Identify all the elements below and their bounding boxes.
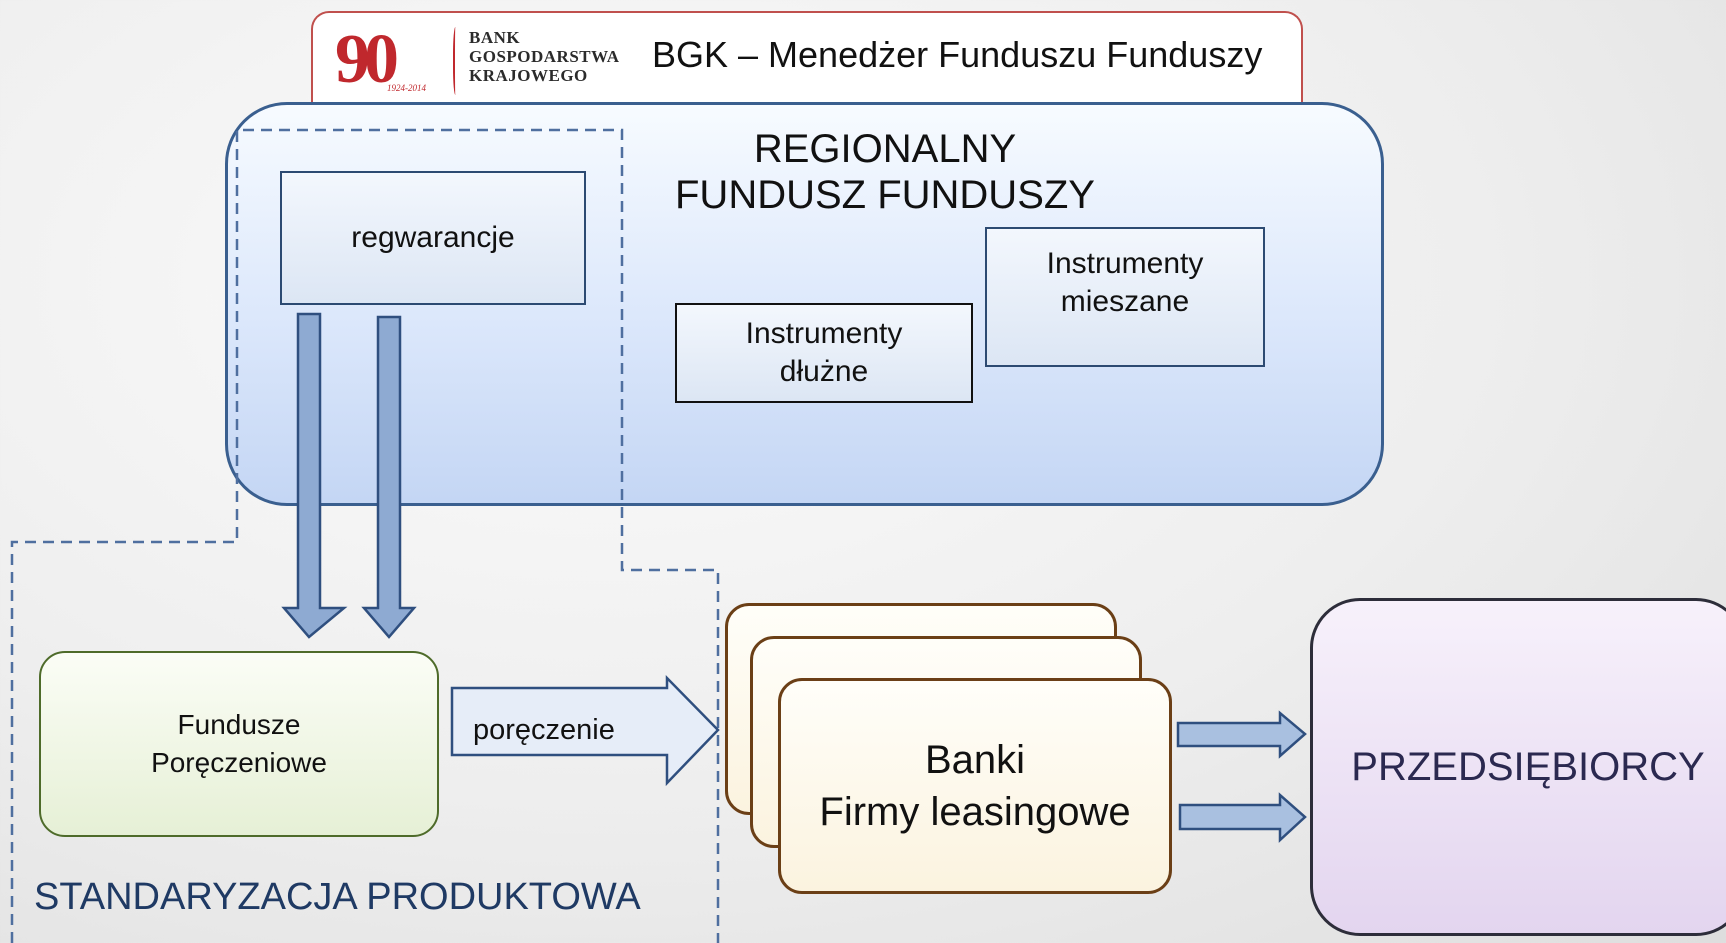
regwarancje-box: regwarancje: [280, 171, 586, 305]
logo-lat: lat: [407, 59, 429, 81]
bgk-header-tab: [311, 11, 1303, 109]
logo-years: 1924-2014: [387, 83, 426, 93]
debt-instruments-box: Instrumenty dłużne: [675, 303, 973, 403]
mixed-instruments-line: mieszane: [1060, 285, 1190, 318]
debt-instruments-line: dłużne: [779, 355, 869, 388]
regwarancje-label: regwarancje: [351, 221, 515, 254]
logo-bank-line: GOSPODARSTWA: [469, 47, 620, 66]
bgk-90-lat-logo: 90 lat 1924-2014 BANK GOSPODARSTWA KRAJO…: [335, 25, 635, 97]
bgk-title: BGK – Menedżer Funduszu Funduszy: [652, 34, 1263, 75]
debt-instruments-line: Instrumenty: [745, 317, 903, 350]
entrepreneurs-box: PRZEDSIĘBIORCY: [1310, 598, 1726, 936]
mixed-instruments-line: Instrumenty: [1046, 247, 1204, 280]
logo-bank-line: BANK: [469, 28, 521, 47]
standardization-label: STANDARYZACJA PRODUKTOWA: [34, 876, 641, 918]
regional-fund-title-line: REGIONALNY: [753, 127, 1017, 171]
regional-fund-title-line: FUNDUSZ FUNDUSZY: [675, 173, 1095, 217]
banks-line: Banki: [924, 738, 1026, 782]
logo-divider: [453, 27, 459, 95]
mixed-instruments-box: Instrumenty mieszane: [985, 227, 1265, 367]
logo-number: 90: [335, 21, 399, 98]
banks-line: Firmy leasingowe: [819, 790, 1131, 834]
logo-bank-name: BANK GOSPODARSTWA KRAJOWEGO: [469, 28, 620, 85]
guarantee-funds-line: Fundusze: [177, 709, 301, 740]
arrow-to-entrepreneurs-top: [1176, 710, 1307, 759]
entrepreneurs-label: PRZEDSIĘBIORCY: [1351, 744, 1705, 789]
guarantee-funds-box: Fundusze Poręczeniowe: [39, 651, 439, 837]
logo-bank-line: KRAJOWEGO: [469, 66, 588, 85]
regional-fund-title: REGIONALNY FUNDUSZ FUNDUSZY: [640, 126, 1130, 218]
guarantee-funds-line: Poręczeniowe: [151, 747, 327, 778]
arrow-to-entrepreneurs-bottom: [1178, 792, 1307, 843]
poreczenie-label: poręczenie: [473, 714, 615, 746]
bank-card-front: Banki Firmy leasingowe: [778, 678, 1172, 894]
